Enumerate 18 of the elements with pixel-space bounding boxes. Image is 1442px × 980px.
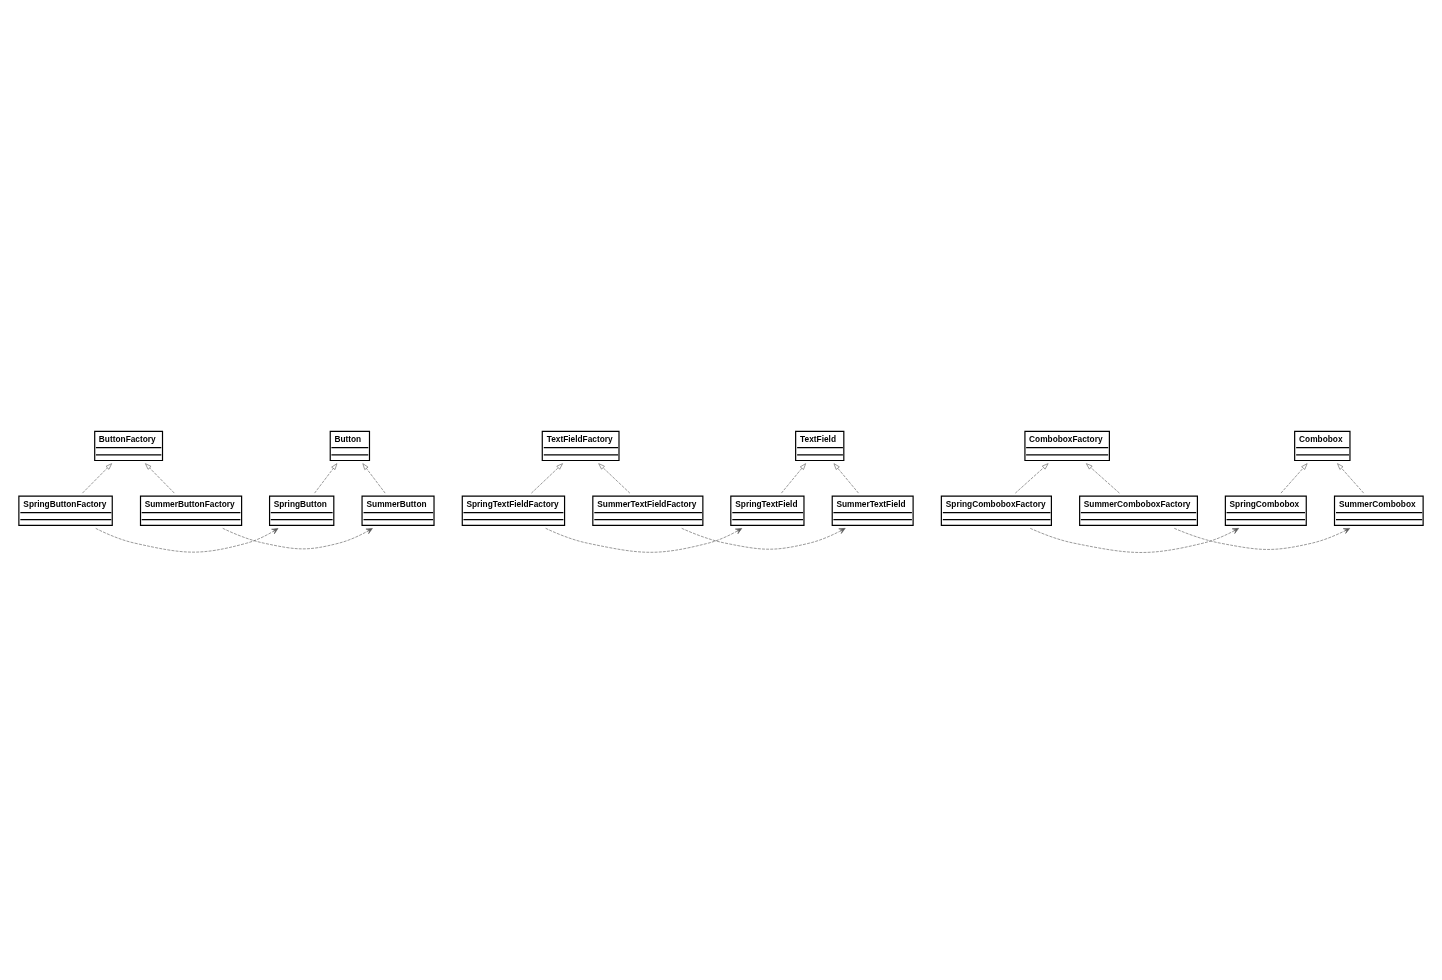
arrow — [833, 462, 859, 493]
arrow — [545, 527, 743, 553]
arrow — [95, 527, 279, 552]
arrow — [222, 527, 373, 549]
arrow — [82, 462, 112, 493]
arrow — [531, 462, 563, 493]
arrow — [1086, 462, 1120, 493]
arrow — [681, 527, 846, 549]
arrow — [362, 462, 386, 493]
arrow — [1337, 462, 1364, 493]
arrow — [145, 462, 175, 493]
arrow — [1015, 462, 1049, 493]
arrow — [1029, 527, 1239, 553]
arrow — [314, 462, 338, 493]
arrow — [598, 462, 631, 493]
arrow — [1174, 527, 1351, 550]
arrow — [781, 462, 806, 493]
arrow — [1280, 462, 1308, 493]
